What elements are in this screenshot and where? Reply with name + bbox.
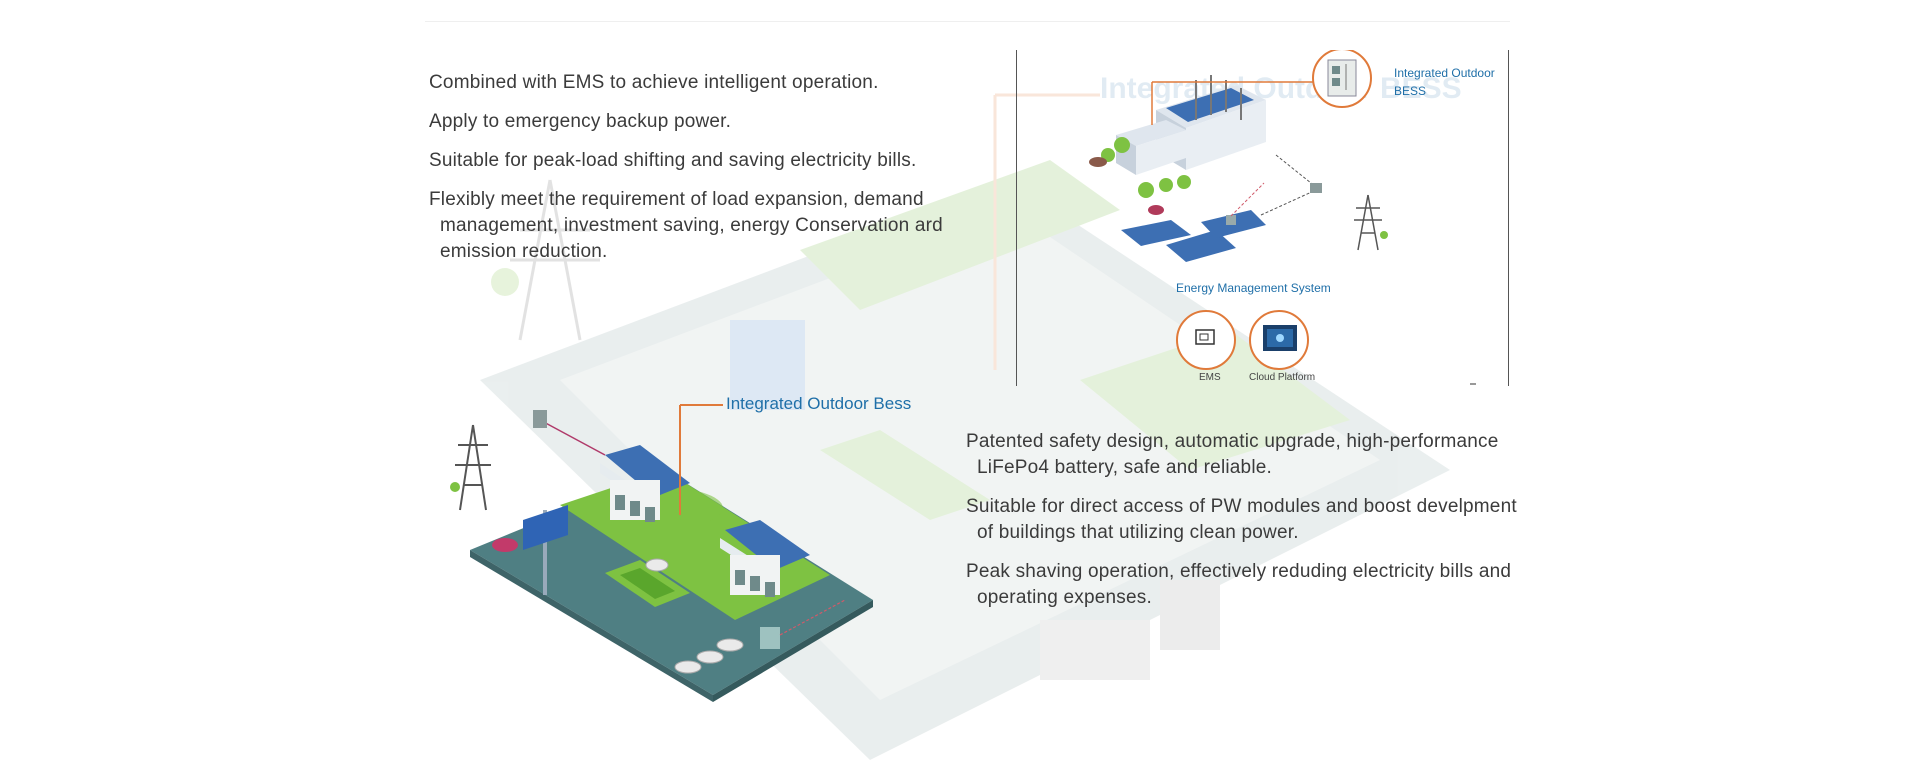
feature-item: Apply to emergency backup power.	[429, 111, 732, 132]
top-divider	[425, 21, 1510, 22]
inset-left-border	[1016, 50, 1017, 386]
features-list-top: Combined with EMS to achieve intelligent…	[429, 70, 1019, 278]
features-list-bottom: Patented safety design, automatic upgrad…	[966, 429, 1522, 624]
feature-item: Flexibly meet the requirement of load ex…	[429, 189, 943, 262]
ems-inset-diagram: Integrated Outdoor BESS Energy Managemen…	[1016, 48, 1509, 386]
integrated-outdoor-bess-callout: Integrated Outdoor Bess	[726, 394, 912, 413]
ems-heading: Energy Management System	[1176, 281, 1331, 295]
cloud-platform-label: Cloud Platform	[1249, 372, 1316, 383]
inset-illustration	[1089, 48, 1476, 385]
bess-label-line1: Integrated Outdoor	[1394, 66, 1495, 80]
ems-label: EMS	[1199, 372, 1221, 383]
bess-label-line2: BESS	[1394, 84, 1427, 98]
feature-item: Peak shaving operation, effectively redu…	[966, 561, 1512, 608]
charging-station-illustration	[450, 404, 873, 702]
feature-item: Patented safety design, automatic upgrad…	[966, 431, 1499, 478]
inset-right-border	[1508, 50, 1509, 386]
feature-item: Suitable for direct access of PW modules…	[966, 496, 1517, 543]
feature-item: Combined with EMS to achieve intelligent…	[429, 72, 879, 93]
feature-item: Suitable for peak-load shifting and savi…	[429, 150, 917, 171]
faded-watermark-text: Integrated Outdoor BESS	[1100, 72, 1462, 105]
